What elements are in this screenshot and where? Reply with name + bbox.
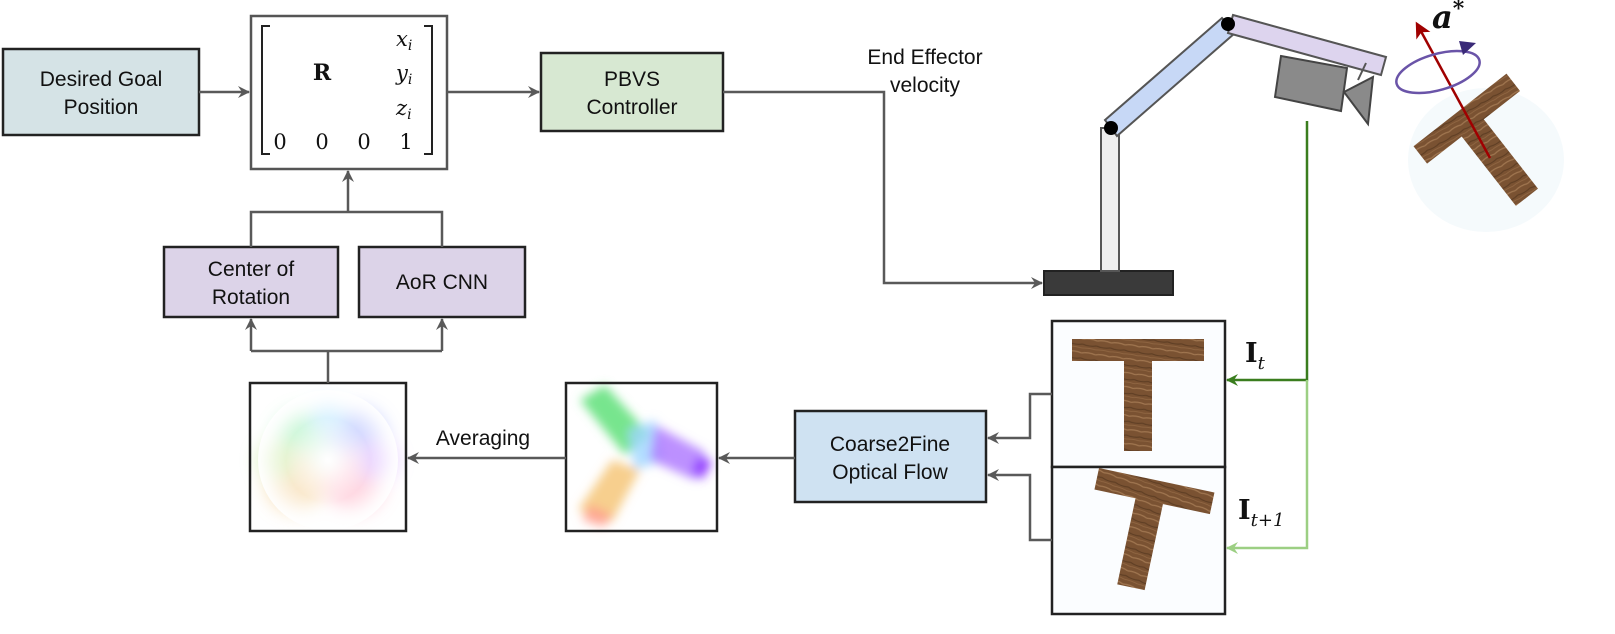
- t-block-top: [1072, 339, 1204, 361]
- pbvs-label-line1: PBVS: [604, 68, 660, 91]
- center-of-rotation-box: Center of Rotation: [162, 245, 340, 319]
- coarse2fine-label-line1: Coarse2Fine: [830, 433, 950, 456]
- arrow-frame-t1-to-flow: [987, 469, 1052, 542]
- matrix-z: zi: [395, 96, 412, 123]
- t-block-stem: [1124, 359, 1152, 451]
- matrix-x: xi: [396, 27, 412, 54]
- matrix-zero-3: 0: [357, 130, 370, 154]
- robot-upper-arm: [1103, 16, 1237, 138]
- pbvs-controller-box: PBVS Controller: [539, 51, 725, 133]
- matrix-zero-2: 0: [315, 130, 328, 154]
- robot-base: [1043, 270, 1174, 296]
- object-with-axis: a*: [1395, 0, 1564, 232]
- coarse2fine-label-line2: Optical Flow: [832, 461, 948, 484]
- end-effector-label-line2: velocity: [890, 74, 961, 97]
- frame-t-label: It: [1245, 338, 1266, 374]
- axis-label: a*: [1432, 0, 1465, 36]
- rotation-direction-arrowhead: [1459, 41, 1476, 55]
- center-rotation-label-line2: Rotation: [212, 286, 290, 309]
- matrix-rotation: R: [313, 60, 332, 86]
- center-rotation-label-line1: Center of: [208, 258, 295, 281]
- frame-t1-label: It+1: [1238, 495, 1284, 531]
- robot-arm: [1043, 13, 1388, 296]
- robot-column: [1100, 127, 1120, 272]
- arrow-camera-to-frame-t: [1226, 121, 1309, 386]
- robot-joint-upper: [1221, 17, 1235, 31]
- frame-t-image: [1050, 319, 1227, 469]
- optical-flow-image: [564, 381, 719, 533]
- coarse2fine-box: Coarse2Fine Optical Flow: [793, 409, 988, 504]
- arrow-pbvs-to-robot: [723, 90, 1043, 289]
- desired-goal-label-line1: Desired Goal: [40, 68, 163, 91]
- arrow-frame-t-to-flow: [987, 392, 1052, 444]
- matrix-one: 1: [399, 130, 412, 154]
- averaged-flow-image: [248, 381, 408, 533]
- line-merge-rotation-cnn: [249, 210, 444, 247]
- end-effector-label-line1: End Effector: [867, 46, 982, 69]
- transform-matrix-box: R xi yi zi 0 0 0 1: [249, 14, 449, 171]
- aor-cnn-box: AoR CNN: [357, 245, 527, 319]
- pbvs-label-line2: Controller: [586, 96, 677, 119]
- matrix-right-bracket: [424, 25, 433, 155]
- arrow-camera-to-frame-t1: [1226, 380, 1309, 554]
- connectors: [199, 86, 1309, 554]
- robot-joint-lower: [1104, 121, 1118, 135]
- averaging-label: Averaging: [436, 427, 530, 450]
- aor-cnn-label: AoR CNN: [396, 271, 488, 294]
- rotation-axis-arrow: [1415, 21, 1492, 159]
- matrix-left-bracket: [261, 25, 270, 155]
- camera-lens: [1342, 75, 1375, 127]
- matrix-y: yi: [395, 61, 412, 88]
- matrix-zero-1: 0: [273, 130, 286, 154]
- desired-goal-box: Desired Goal Position: [1, 47, 201, 137]
- desired-goal-label-line2: Position: [64, 96, 139, 119]
- rotation-ellipse: [1395, 49, 1481, 95]
- camera-body: [1273, 54, 1349, 113]
- frame-t1-image: [1050, 465, 1227, 616]
